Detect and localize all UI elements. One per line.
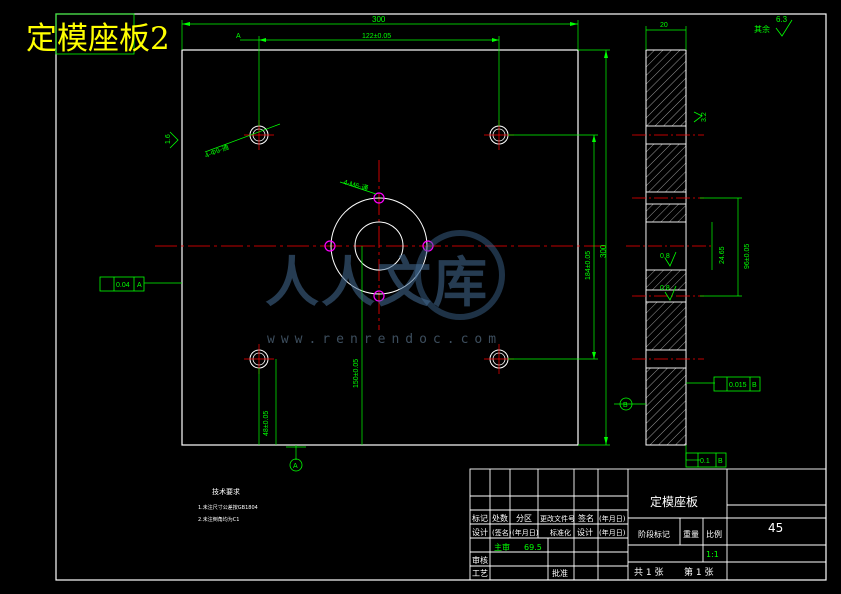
tol-flatness-left-datum: A	[137, 282, 142, 289]
dim-center-height: 150±0.05	[353, 359, 360, 388]
material: 45	[768, 521, 783, 535]
rough-right-side: 3.2	[701, 112, 708, 122]
sheet-no: 第 1 张	[684, 566, 713, 578]
rough-sec-a: 0.8	[660, 253, 670, 260]
dim-section-small: 24.65	[719, 246, 726, 264]
drawing-title: 定模座板2	[26, 21, 170, 57]
tb-row2-4: 标准化	[550, 528, 571, 537]
tol-bottom-box: 0.1	[700, 458, 710, 465]
rough-sec-b: 0.8	[660, 285, 670, 292]
approve-label: 批准	[552, 568, 568, 578]
rough-top-right-label: 其余	[754, 24, 770, 34]
title-block-texts: 定模座板 45 标记 处数 分区 更改文件号 签名 (年月日) 设计 (签名) …	[472, 494, 783, 578]
datum-b-right: B	[623, 402, 628, 409]
locating-ring-circle	[330, 197, 428, 295]
tb-col-3: 分区	[516, 514, 532, 523]
dim-hole-pitch-top: 122±0.05	[362, 33, 391, 40]
stage-label: 阶段标记	[638, 529, 670, 539]
tb-row2-3: (年月日)	[512, 528, 539, 537]
m6-hole-top	[373, 192, 385, 204]
tb-col-2: 处数	[492, 513, 508, 523]
m6-hole-right	[422, 240, 434, 252]
tb-col-1: 标记	[472, 513, 488, 523]
tech-requirements: 技术要求 1.未注尺寸公差按GB1804 2.未注倒角均为C1	[198, 487, 258, 523]
scale-label: 比例	[706, 529, 722, 539]
tech-req-heading: 技术要求	[212, 487, 240, 496]
datum-a-top: A	[236, 33, 241, 40]
roughness-symbols	[169, 19, 793, 301]
tol-parallel-right: 0.015	[729, 382, 747, 389]
tb-row2-1: 设计	[472, 527, 488, 537]
dim-section-big: 96±0.05	[744, 244, 751, 269]
tb-row2-2: (签名)	[492, 528, 512, 537]
dimension-texts: 300 122±0.05 20 300 184±0.05 48±0.05 150…	[116, 15, 788, 470]
tech-req-line-2: 2.未注倒角均为C1	[198, 516, 239, 523]
dimension-arrowheads	[182, 22, 608, 445]
datum-markers	[289, 397, 633, 472]
dim-hole-pitch-bottom: 48±0.05	[263, 411, 270, 436]
sprue-hole	[354, 221, 404, 271]
main-value: 69.5	[524, 543, 542, 552]
tb-row2-5: 设计	[577, 527, 593, 537]
plate-outline	[181, 49, 579, 446]
process-label: 工艺	[472, 569, 488, 578]
tb-row2-6: (年月日)	[599, 528, 626, 537]
review-label: 审核	[472, 555, 488, 565]
tolerance-frames	[99, 276, 761, 468]
tb-col-6: (年月日)	[599, 514, 626, 523]
part-name: 定模座板	[650, 494, 698, 509]
tol-parallel-right-datum: B	[752, 382, 757, 389]
m6-hole-bottom	[373, 290, 385, 302]
main-label: 主审	[494, 542, 510, 552]
rough-top-right: 6.3	[776, 15, 788, 24]
front-dimension-lines	[144, 20, 610, 460]
title-tag-box	[55, 13, 135, 55]
hole-note-center: 4-M6-通	[342, 177, 369, 193]
dim-hole-pitch-right: 184±0.05	[585, 251, 592, 280]
rough-left: 1.6	[165, 134, 172, 144]
tol-flatness-left: 0.04	[116, 282, 130, 289]
scale-value: 1:1	[706, 550, 719, 559]
front-view	[155, 49, 610, 446]
tb-col-4: 更改文件号	[540, 514, 575, 523]
datum-a-bottom: A	[293, 463, 298, 470]
weight-label: 重量	[683, 529, 699, 539]
side-view	[626, 49, 712, 446]
total-sheets: 共 1 张	[634, 567, 663, 578]
tech-req-line-1: 1.未注尺寸公差按GB1804	[198, 504, 258, 511]
tol-bottom-box-datum: B	[718, 458, 723, 465]
m6-hole-left	[324, 240, 336, 252]
title-block-grid	[469, 468, 827, 581]
dim-thickness: 20	[660, 22, 668, 29]
tb-col-5: 签名	[578, 513, 594, 523]
drawing-border	[55, 13, 827, 581]
dim-width-total: 300	[372, 15, 386, 24]
dim-height-total: 300	[599, 244, 608, 258]
